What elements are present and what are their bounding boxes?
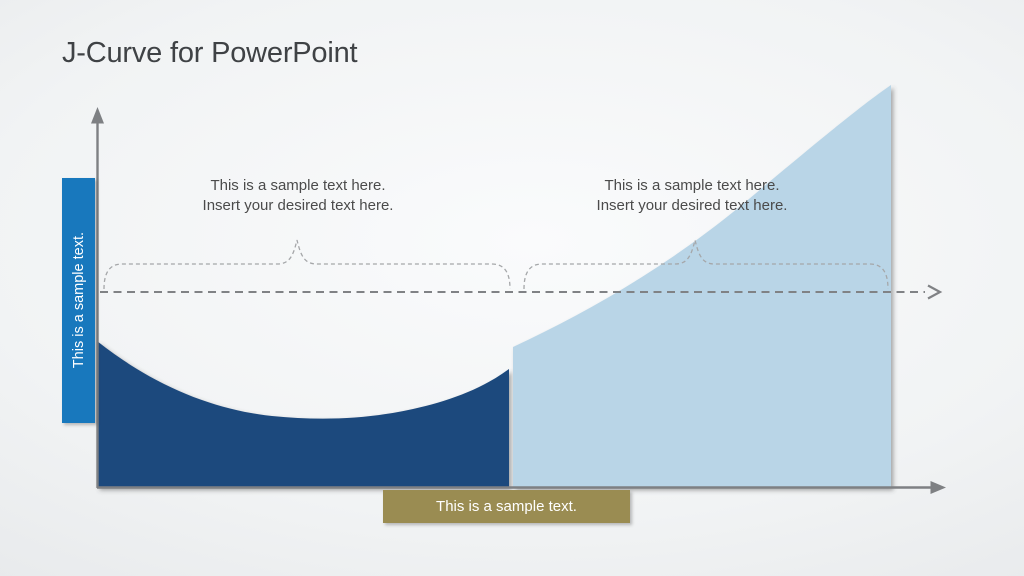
slide-title: J-Curve for PowerPoint	[62, 37, 358, 69]
breakeven-dashed-arrow	[100, 284, 943, 300]
x-axis-arrowhead	[930, 481, 946, 494]
y-axis-label-box: This is a sample text.	[62, 178, 95, 423]
right-brace	[523, 239, 889, 290]
right-callout-text: This is a sample text here. Insert your …	[552, 176, 832, 216]
y-axis	[91, 107, 104, 488]
left-callout-line2: Insert your desired text here.	[202, 197, 394, 214]
left-callout-line1: This is a sample text here.	[210, 177, 386, 194]
x-axis-label-box: This is a sample text.	[383, 490, 630, 523]
left-callout-text: This is a sample text here. Insert your …	[158, 176, 438, 216]
right-callout-line2: Insert your desired text here.	[596, 197, 788, 214]
right-callout-line1: This is a sample text here.	[604, 177, 780, 194]
y-axis-arrowhead	[91, 107, 104, 124]
x-axis	[97, 481, 946, 494]
left-brace	[103, 239, 511, 290]
y-axis-label-text: This is a sample text.	[70, 232, 87, 369]
x-axis-label-text: This is a sample text.	[436, 498, 577, 515]
jcurve-rise-area	[513, 85, 891, 488]
jcurve-dip-area	[97, 341, 509, 488]
